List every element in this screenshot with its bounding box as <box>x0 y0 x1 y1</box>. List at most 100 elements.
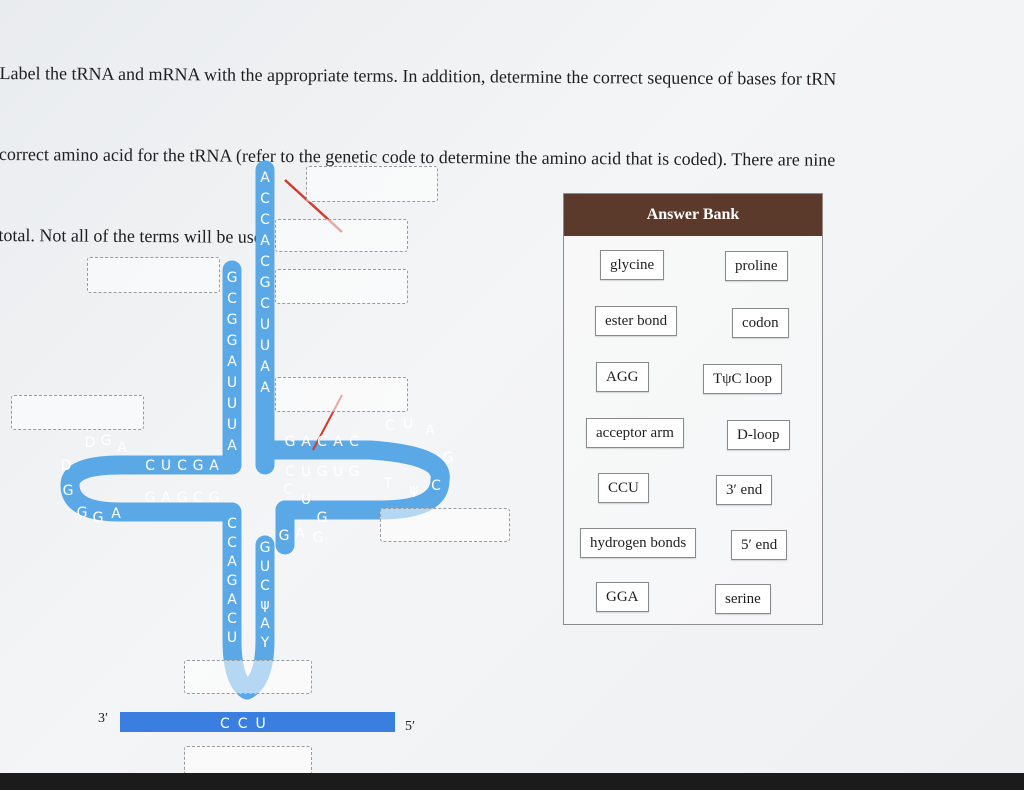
nt-d-loop: A <box>117 440 127 456</box>
term-3prime-end[interactable]: 3′ end <box>716 475 773 505</box>
nt-acceptor-3: C <box>260 212 270 228</box>
mrna-3prime-label: 3′ <box>98 711 108 726</box>
nt-t-arm-top: C <box>317 434 327 450</box>
term-agg[interactable]: AGG <box>596 362 649 392</box>
term-ccu[interactable]: CCU <box>598 473 649 503</box>
nt-t-arm-top: A <box>333 434 343 450</box>
nt-anticodon-stem-right: A <box>260 616 270 632</box>
nt-t-arm-top: G <box>285 434 296 450</box>
nt-t-loop: C <box>385 418 395 434</box>
mrna-5prime-label: 5′ <box>405 719 415 734</box>
nt-d-loop: D <box>61 458 72 474</box>
label-drop-box-1[interactable] <box>306 166 438 202</box>
instruction-line-1: Label the tRNA and mRNA with the appropr… <box>0 62 837 89</box>
nt-d-arm-top: C <box>177 458 187 474</box>
nt-acceptor-3: G <box>260 275 271 291</box>
nt-anticodon-stem-right: C <box>260 578 270 594</box>
nt-acceptor-5: G <box>227 312 238 328</box>
nt-anticodon-stem-left: C <box>227 516 237 532</box>
nt-d-arm-top: G <box>193 458 204 474</box>
nt-t-loop: U <box>403 416 413 432</box>
label-drop-box-9[interactable] <box>184 746 312 778</box>
nt-acceptor-3: C <box>260 191 270 207</box>
mrna-codon: CCU <box>220 716 274 732</box>
nt-acceptor-5: A <box>227 438 237 454</box>
nt-d-arm-bottom: A <box>161 490 171 506</box>
nt-anticodon-stem-right: G <box>260 540 271 556</box>
term-serine[interactable]: serine <box>715 584 771 614</box>
nt-d-loop: G <box>63 483 74 499</box>
nt-d-loop: G <box>101 433 112 449</box>
nt-acceptor-5: G <box>227 333 238 349</box>
nt-t-arm-bottom: C <box>285 464 295 480</box>
label-drop-box-7[interactable] <box>380 508 510 542</box>
nt-d-arm-top: U <box>161 458 171 474</box>
nt-d-loop: A <box>111 506 121 522</box>
nt-anticodon-stem-left: U <box>227 630 237 646</box>
nt-anticodon-stem-left: C <box>227 535 237 551</box>
nt-acceptor-3: A <box>260 380 270 396</box>
nt-anticodon-stem-left: C <box>227 611 237 627</box>
term-tpsic-loop[interactable]: TψC loop <box>703 364 782 394</box>
label-drop-box-8[interactable] <box>184 660 312 694</box>
nt-t-loop: T <box>383 476 393 492</box>
term-acceptor-arm[interactable]: acceptor arm <box>586 418 684 448</box>
answer-bank: Answer Bank glycine proline ester bond c… <box>563 193 823 625</box>
label-drop-box-3[interactable] <box>87 257 220 293</box>
mrna-strand <box>120 712 395 732</box>
nt-t-arm-bottom: U <box>333 464 343 480</box>
nt-acceptor-3: A <box>260 359 270 375</box>
nt-variable-loop: G <box>279 528 290 544</box>
term-proline[interactable]: proline <box>725 251 788 281</box>
screen-bottom-edge <box>0 773 1024 790</box>
nt-acceptor-3: U <box>260 338 270 354</box>
term-d-loop[interactable]: D-loop <box>727 420 790 450</box>
nt-anticodon-stem-right: Y <box>260 635 270 651</box>
nt-t-arm-bottom: G <box>349 464 360 480</box>
nt-t-arm-bottom: U <box>301 464 311 480</box>
term-gga[interactable]: GGA <box>596 582 649 612</box>
nt-variable-loop: G <box>317 510 328 526</box>
nt-variable-loop: A <box>295 526 305 542</box>
term-codon[interactable]: codon <box>732 308 789 338</box>
term-ester-bond[interactable]: ester bond <box>595 306 678 336</box>
nt-d-arm-top: A <box>209 458 219 474</box>
term-glycine[interactable]: glycine <box>600 250 665 280</box>
nt-anticodon-stem-right: ψ <box>260 597 269 613</box>
answer-bank-title: Answer Bank <box>564 194 822 236</box>
label-drop-box-5[interactable] <box>275 377 408 412</box>
nt-d-arm-bottom: C <box>193 490 203 506</box>
nt-acceptor-5: G <box>227 270 238 286</box>
nt-d-loop: G <box>93 510 104 526</box>
nt-acceptor-3: C <box>260 296 270 312</box>
label-drop-box-6[interactable] <box>11 395 144 430</box>
nt-acceptor-3: U <box>260 317 270 333</box>
term-5prime-end[interactable]: 5′ end <box>731 530 788 560</box>
nt-acceptor-5: U <box>227 417 237 433</box>
nt-acceptor-3: A <box>260 233 270 249</box>
nt-variable-loop: C <box>283 482 293 498</box>
nt-d-loop: D <box>85 435 96 451</box>
nt-variable-loop: U <box>301 492 311 508</box>
nt-variable-loop: G <box>313 530 324 546</box>
term-hydrogen-bonds[interactable]: hydrogen bonds <box>580 528 697 558</box>
nt-t-arm-top: A <box>301 434 311 450</box>
nt-anticodon-stem-left: A <box>227 592 237 608</box>
nt-anticodon-stem-right: U <box>260 559 270 575</box>
nt-anticodon-stem-left: G <box>227 573 238 589</box>
nt-anticodon-stem-left: A <box>227 554 237 570</box>
nt-t-loop: ψ <box>409 482 418 498</box>
label-drop-box-4[interactable] <box>275 269 408 304</box>
nt-acceptor-3: A <box>260 170 270 186</box>
nt-acceptor-5: C <box>227 291 237 307</box>
nt-t-arm-top: C <box>349 434 359 450</box>
nt-acceptor-3: C <box>260 254 270 270</box>
nt-acceptor-5: A <box>227 354 237 370</box>
label-drop-box-2[interactable] <box>275 219 408 252</box>
nt-t-arm-bottom: G <box>317 464 328 480</box>
nt-t-loop: C <box>431 478 441 494</box>
nt-d-arm-top: C <box>145 458 155 474</box>
nt-d-arm-bottom: G <box>177 490 188 506</box>
nt-d-arm-bottom: G <box>145 490 156 506</box>
